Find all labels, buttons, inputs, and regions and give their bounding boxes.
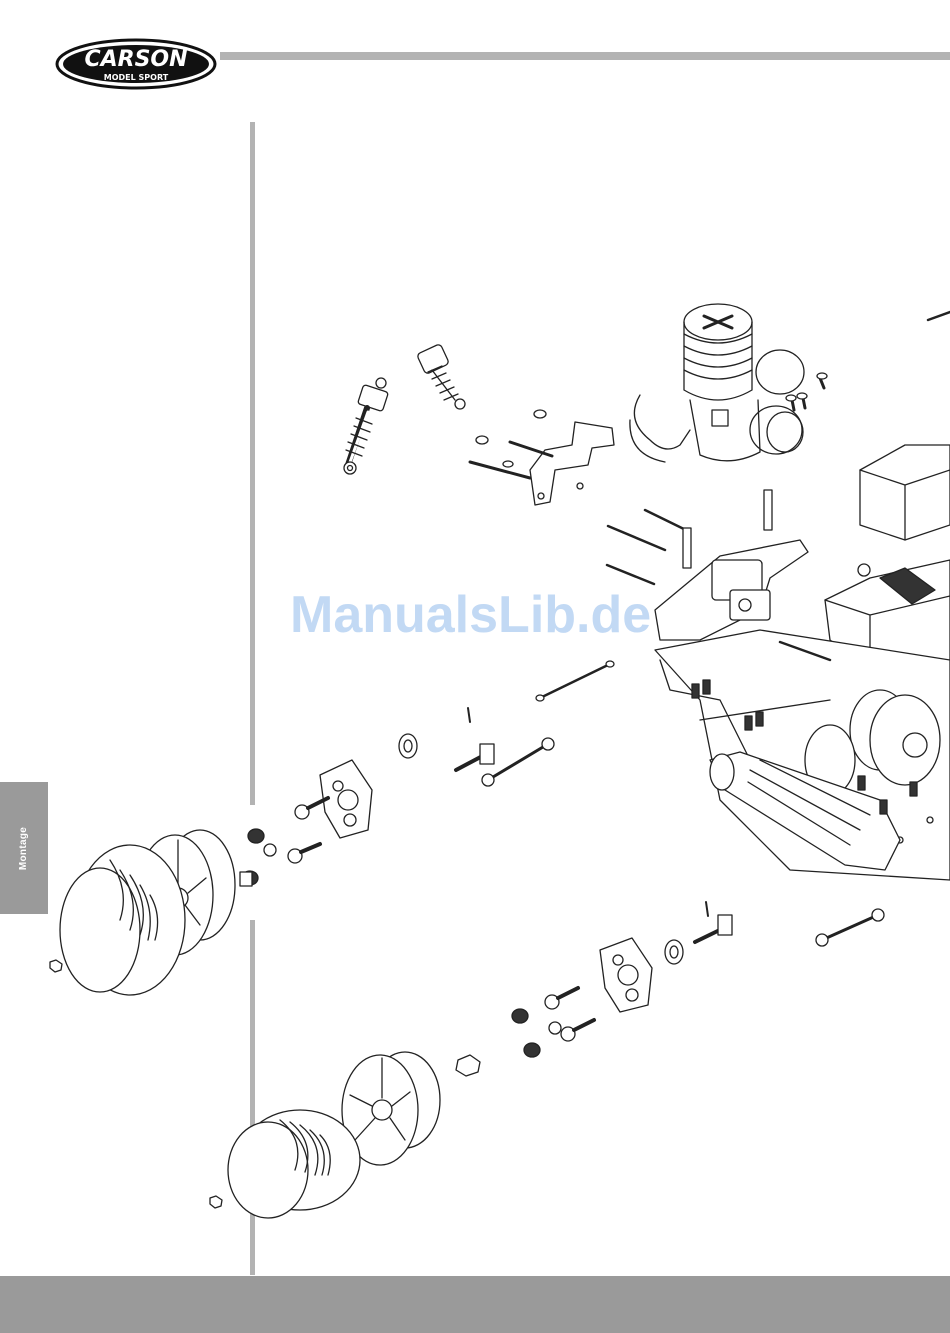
engine-icon: [630, 304, 804, 462]
shock-absorber-icon: [417, 344, 465, 409]
footer-bar: [0, 1276, 950, 1333]
screw-icon: [288, 798, 594, 1041]
engine-mount-icon: [470, 410, 614, 505]
suspension-arm-icon: [655, 540, 808, 640]
fuel-tank-icon: [825, 445, 950, 670]
axle-icon: [456, 708, 732, 942]
shock-absorber-icon: [344, 378, 388, 474]
wheel-hub-icon: [320, 760, 652, 1012]
bearing-icon: [399, 734, 683, 964]
watermark: ManualsLib.de: [290, 585, 651, 645]
tire-icon: [228, 1110, 360, 1218]
tire-icon: [60, 845, 185, 995]
